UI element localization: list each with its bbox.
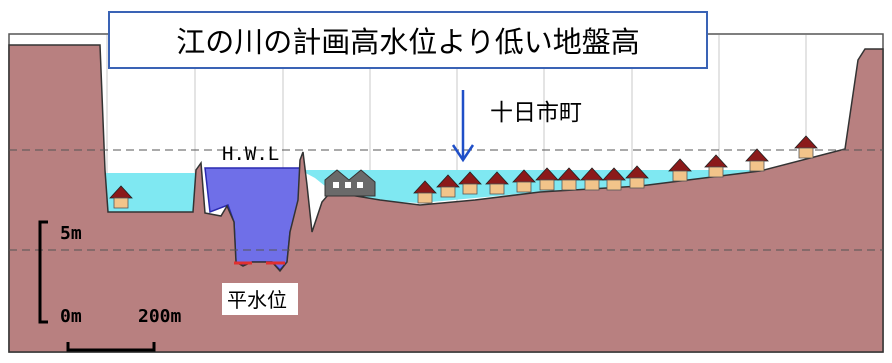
house-icon	[436, 174, 460, 198]
factory-icon	[324, 169, 376, 197]
house-icon	[109, 185, 133, 209]
town-arrow-icon	[451, 90, 475, 163]
normal-water-level-label: 平水位	[227, 288, 287, 312]
house-icon	[668, 158, 692, 182]
town-label: 十日市町	[490, 100, 582, 126]
house-icon	[794, 135, 818, 159]
houses-group	[109, 135, 818, 209]
house-icon	[580, 167, 604, 191]
scale-label-200m: 200m	[138, 306, 182, 327]
vertical-scale-bar	[38, 220, 48, 324]
house-icon	[535, 167, 559, 191]
house-icon	[745, 148, 769, 172]
normal-water-level-label-bg	[222, 283, 298, 315]
hwl-label: H.W.L	[222, 143, 279, 165]
scale-label-0m: 0m	[60, 306, 82, 327]
house-icon	[704, 154, 728, 178]
diagram-title: 江の川の計画高水位より低い地盤高	[108, 11, 708, 69]
house-icon	[458, 171, 482, 195]
house-icon	[413, 180, 437, 204]
scale-bar	[38, 220, 156, 352]
house-icon	[485, 171, 509, 195]
house-icon	[602, 167, 626, 191]
horizontal-scale-bar	[66, 342, 156, 352]
scale-label-5m: 5m	[60, 223, 82, 244]
house-icon	[557, 167, 581, 191]
house-icon	[625, 165, 649, 189]
house-icon	[512, 169, 536, 193]
